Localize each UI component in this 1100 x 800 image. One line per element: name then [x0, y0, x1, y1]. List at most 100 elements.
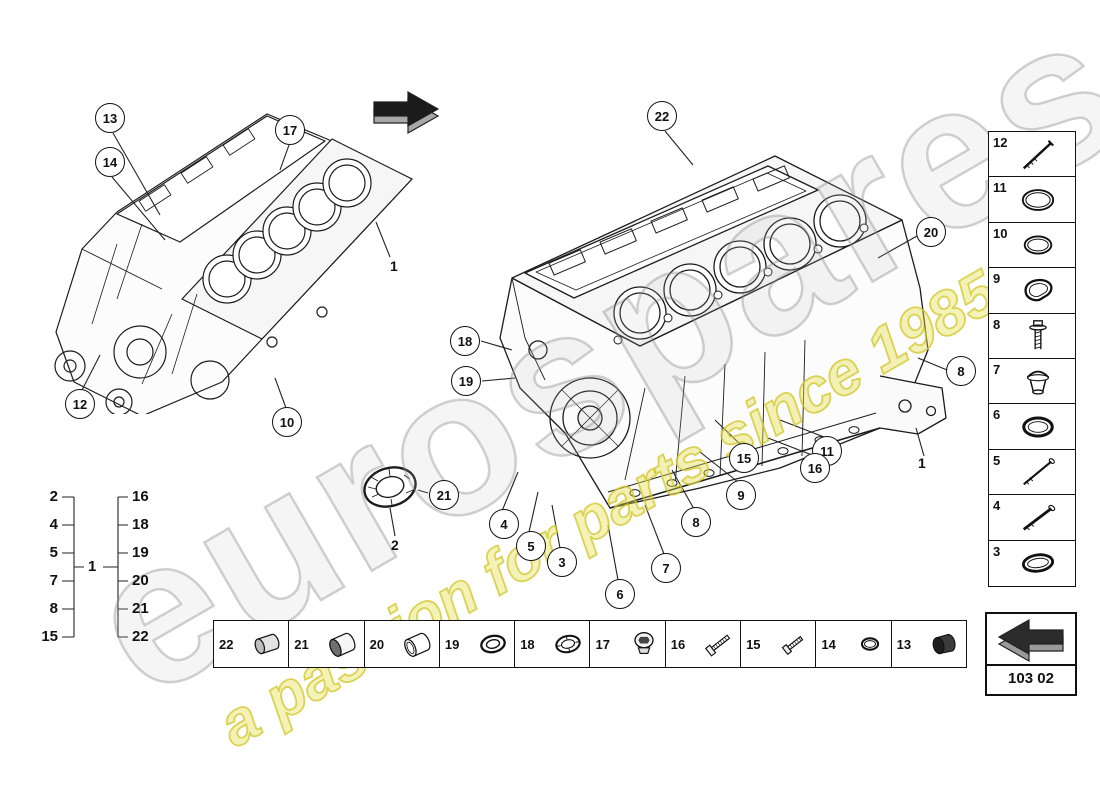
- direction-arrow-icon: [373, 90, 440, 135]
- part-number: 13: [896, 636, 912, 652]
- strip-part-13[interactable]: 13: [890, 621, 966, 667]
- callout-20[interactable]: 20: [916, 217, 946, 247]
- part-number: 11: [993, 180, 1007, 196]
- part-number: 4: [993, 498, 1001, 514]
- ref-label-2: 2: [391, 537, 399, 553]
- parts-strip: 22 21 20: [213, 620, 967, 668]
- sidebar-part-6[interactable]: 6: [988, 403, 1076, 451]
- long-screw-icon: [1022, 504, 1056, 531]
- index-center-ref: 1: [88, 558, 97, 575]
- index-left-1: 4: [49, 516, 58, 533]
- diagram-thumbnail[interactable]: 103 02: [985, 612, 1077, 696]
- callout-8-right[interactable]: 8: [946, 356, 976, 386]
- callout-21[interactable]: 21: [429, 480, 459, 510]
- gasket-seal-icon: [1024, 278, 1053, 302]
- o-ring-icon: [1021, 188, 1055, 211]
- index-left-4: 8: [49, 600, 58, 617]
- strip-part-17[interactable]: 17: [589, 621, 665, 667]
- sidebar-part-4[interactable]: 4: [988, 494, 1076, 542]
- sidebar-part-12[interactable]: 12: [988, 131, 1076, 178]
- part-number: 18: [520, 636, 535, 652]
- engine-block-main-illustration: [499, 155, 947, 509]
- crankshaft-seal-illustration: [363, 466, 417, 508]
- engine-block-left-illustration: [54, 113, 413, 414]
- callout-22[interactable]: 22: [647, 101, 677, 131]
- part-number: 16: [670, 636, 686, 652]
- index-right-1: 18: [132, 516, 149, 533]
- callout-12[interactable]: 12: [65, 389, 95, 419]
- callout-16[interactable]: 16: [800, 453, 830, 483]
- part-number: 14: [821, 636, 836, 652]
- sleeve-icon: [328, 632, 356, 657]
- callout-10[interactable]: 10: [272, 407, 302, 437]
- callout-7[interactable]: 7: [651, 553, 681, 583]
- sidebar-part-7[interactable]: 7: [988, 358, 1076, 406]
- ref-label-1-left: 1: [390, 258, 398, 274]
- callout-18[interactable]: 18: [450, 326, 480, 356]
- sidebar-part-8[interactable]: 8: [988, 312, 1076, 360]
- strip-part-22[interactable]: 22: [214, 621, 289, 667]
- callout-4[interactable]: 4: [489, 509, 519, 539]
- parts-sidebar: 12 11 10 9: [988, 131, 1076, 587]
- part-number: 7: [993, 362, 1001, 378]
- strip-part-20[interactable]: 20: [363, 621, 439, 667]
- part-number: 6: [993, 407, 1001, 423]
- sleeve-icon: [404, 632, 431, 657]
- callout-9[interactable]: 9: [726, 480, 756, 510]
- callout-3[interactable]: 3: [547, 547, 577, 577]
- core-plug-icon: [932, 634, 956, 655]
- part-number: 12: [993, 135, 1008, 150]
- part-group-code: 103 02: [987, 664, 1075, 690]
- index-left-2: 5: [49, 544, 58, 561]
- bolt-icon: [782, 635, 804, 656]
- callout-17[interactable]: 17: [275, 115, 305, 145]
- index-right-3: 20: [132, 572, 149, 589]
- sidebar-part-9[interactable]: 9: [988, 267, 1076, 315]
- index-left-3: 7: [49, 572, 58, 589]
- sidebar-part-3[interactable]: 3: [988, 539, 1076, 587]
- callout-6[interactable]: 6: [605, 579, 635, 609]
- part-number: 3: [993, 543, 1001, 559]
- strip-part-14[interactable]: 14: [815, 621, 891, 667]
- strip-part-18[interactable]: 18: [514, 621, 590, 667]
- callout-13[interactable]: 13: [95, 103, 125, 133]
- part-number: 22: [219, 636, 234, 652]
- o-ring-icon: [1023, 235, 1053, 255]
- sidebar-part-10[interactable]: 10: [988, 221, 1076, 269]
- bolt-icon: [704, 634, 731, 657]
- seal-ring-icon: [555, 634, 582, 654]
- part-number: 5: [993, 452, 1001, 468]
- part-number: 10: [993, 225, 1008, 241]
- index-right-4: 21: [132, 600, 149, 617]
- part-number: 17: [595, 636, 610, 652]
- screw-plug-icon: [634, 632, 654, 655]
- part-number: 15: [746, 636, 761, 652]
- part-number: 19: [444, 636, 460, 652]
- arrow-left-3d-icon: [997, 618, 1064, 663]
- ref-label-1-right: 1: [918, 455, 926, 471]
- index-right-2: 19: [132, 544, 149, 561]
- part-number: 9: [993, 271, 1001, 287]
- seal-ring-icon: [480, 634, 506, 654]
- strip-part-21[interactable]: 21: [288, 621, 364, 667]
- strip-part-19[interactable]: 19: [438, 621, 515, 667]
- callout-14[interactable]: 14: [95, 147, 125, 177]
- part-number: 8: [993, 316, 1001, 332]
- sidebar-part-5[interactable]: 5: [988, 448, 1076, 496]
- strip-part-16[interactable]: 16: [664, 621, 741, 667]
- plug-grommet-icon: [1026, 370, 1050, 395]
- index-right-0: 16: [132, 488, 149, 505]
- dowel-sleeve-icon: [254, 633, 280, 655]
- o-ring-thick-icon: [1022, 416, 1054, 438]
- oval-seal-icon: [1021, 553, 1055, 573]
- callout-8-lower[interactable]: 8: [681, 507, 711, 537]
- strip-part-15[interactable]: 15: [740, 621, 816, 667]
- part-number: 21: [294, 636, 309, 652]
- sidebar-part-11[interactable]: 11: [988, 176, 1076, 224]
- callout-19[interactable]: 19: [451, 366, 481, 396]
- index-left-5: 15: [41, 628, 58, 645]
- callout-15[interactable]: 15: [729, 443, 759, 473]
- long-screw-icon: [1023, 458, 1055, 486]
- callout-5[interactable]: 5: [516, 531, 546, 561]
